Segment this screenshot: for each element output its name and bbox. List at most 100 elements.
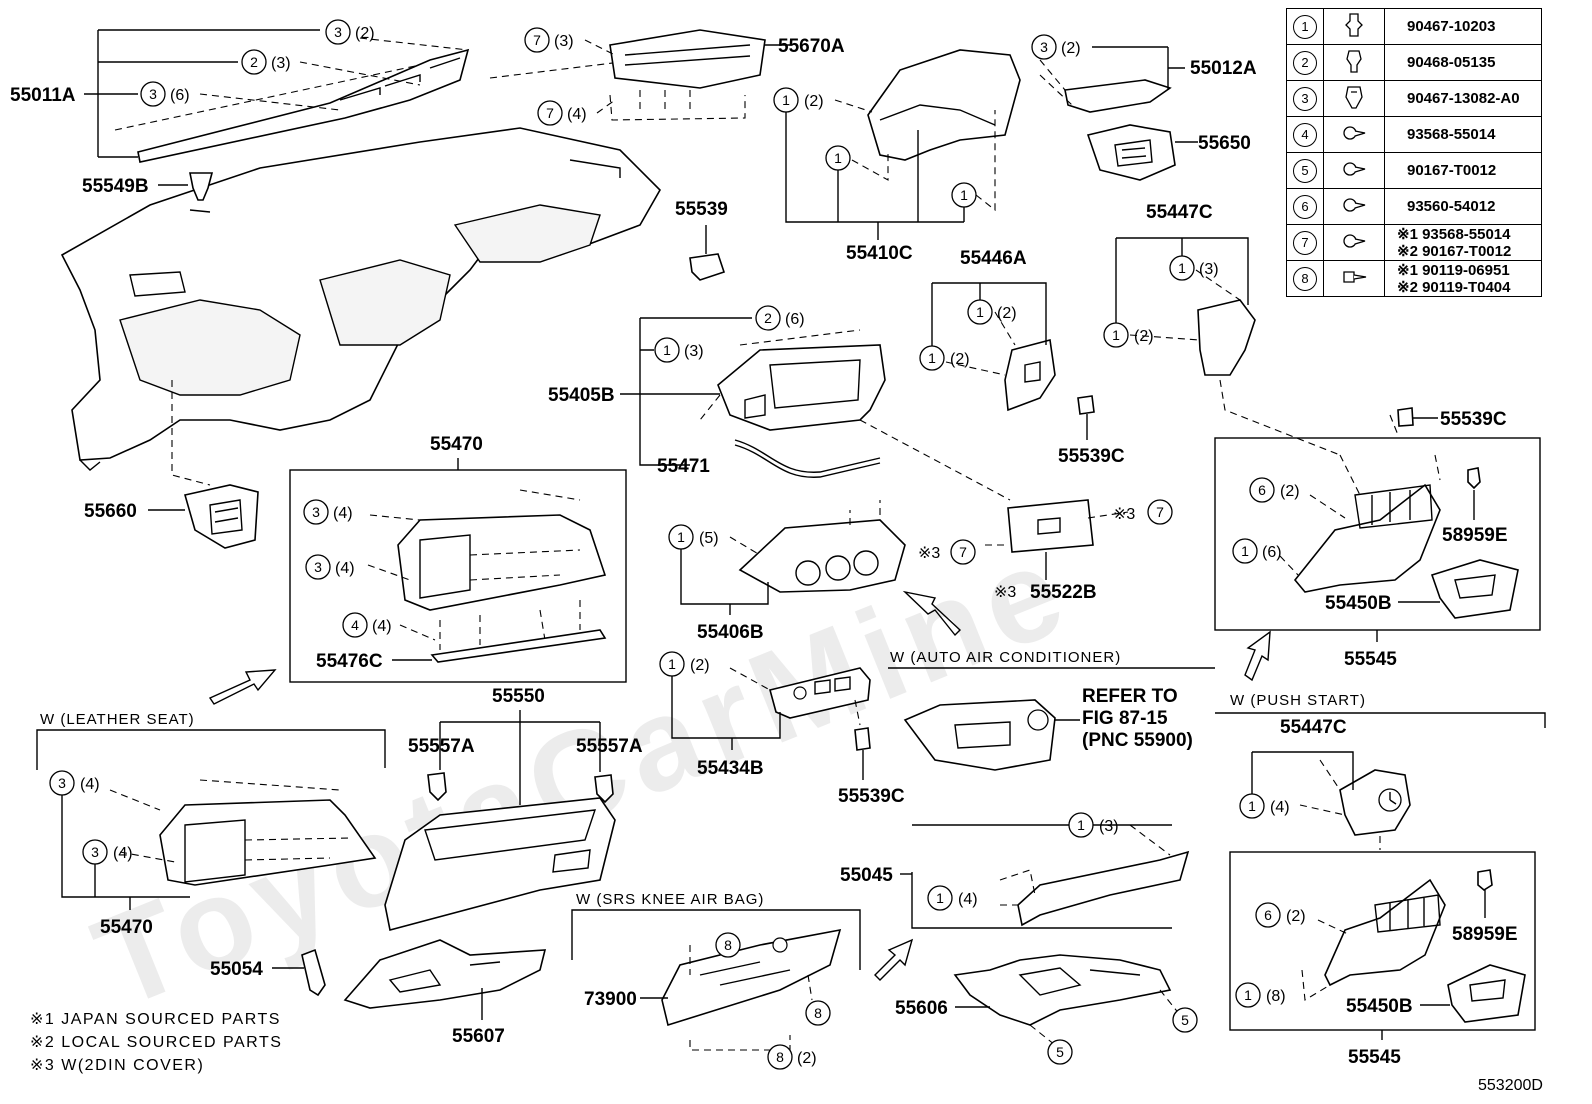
svg-text:(3): (3)	[271, 55, 291, 72]
svg-text:(2): (2)	[797, 1050, 817, 1067]
legend-number: 1	[1286, 8, 1324, 45]
svg-text:1: 1	[1077, 817, 1085, 833]
group-55045: 1 (3) 1 (4) 55045	[840, 812, 1190, 929]
part-55660: 55660	[84, 380, 259, 549]
legend-part-code: 90167-T0012	[1384, 152, 1542, 189]
svg-text:3: 3	[91, 844, 99, 860]
svg-text:(4): (4)	[333, 505, 353, 522]
svg-text:2: 2	[764, 310, 772, 326]
svg-text:(2): (2)	[1061, 40, 1081, 57]
svg-text:7: 7	[546, 105, 554, 121]
svg-text:(2): (2)	[690, 657, 710, 674]
label-55557A-a: 55557A	[408, 736, 475, 757]
label-55410C: 55410C	[846, 243, 913, 264]
legend-row: 7※1 93568-55014※2 90167-T0012	[1286, 224, 1542, 261]
screw-icon	[1343, 161, 1366, 176]
label-55447C-a: 55447C	[1146, 202, 1213, 223]
part-55011A: 55011A	[10, 29, 761, 163]
svg-text:(6): (6)	[1262, 544, 1282, 561]
svg-text:(3): (3)	[684, 343, 704, 360]
svg-text:(4): (4)	[335, 560, 355, 577]
svg-text:2: 2	[250, 54, 258, 70]
svg-text:(4): (4)	[1270, 799, 1290, 816]
legend-fastener-icon	[1323, 188, 1385, 225]
legend-fastener-icon	[1323, 80, 1385, 117]
svg-text:(3): (3)	[1099, 818, 1119, 835]
svg-text:3: 3	[334, 24, 342, 40]
svg-text:8: 8	[776, 1049, 784, 1065]
svg-text:1: 1	[663, 342, 671, 358]
group-55470-a: 55470 3 (4) 3 (4) 4 (4) 55476C	[289, 434, 627, 683]
label-55539C-a: 55539C	[1058, 446, 1125, 467]
label-55539: 55539	[675, 199, 728, 220]
legend-number: 4	[1286, 116, 1324, 153]
label-55522B: 55522B	[1030, 582, 1097, 603]
legend-number: 8	[1286, 260, 1324, 297]
svg-text:1: 1	[928, 350, 936, 366]
part-55539C-a: 55539C	[1058, 395, 1125, 467]
svg-text:(4): (4)	[958, 891, 978, 908]
legend-part-code: 90468-05135	[1384, 44, 1542, 81]
svg-text:(2): (2)	[997, 305, 1017, 322]
part-55434B: 1 (2) 55434B	[659, 651, 871, 779]
group-leather-seat: W (LEATHER SEAT) 3 (4) 3 (4) 55470	[36, 711, 386, 938]
svg-text:7: 7	[1156, 504, 1164, 520]
legend-part-code: ※1 93568-55014※2 90167-T0012	[1384, 224, 1542, 261]
legend-fastener-icon	[1323, 44, 1385, 81]
label-55434B: 55434B	[697, 758, 764, 779]
svg-text:7: 7	[959, 544, 967, 560]
svg-text:5: 5	[1056, 1044, 1064, 1060]
part-55606: 5 5 55606	[895, 954, 1198, 1065]
legend-row: 8 ※1 90119-06951※2 90119-T0404	[1286, 260, 1542, 297]
svg-text:(5): (5)	[699, 530, 719, 547]
caption-srs-knee: W (SRS KNEE AIR BAG)	[576, 891, 764, 908]
group-push-start: W (PUSH START) 1 (4) 55447C	[1215, 692, 1546, 850]
label-58959E-b: 58959E	[1452, 924, 1518, 945]
legend-number: 3	[1286, 80, 1324, 117]
group-auto-air-conditioner: W (AUTO AIR CONDITIONER) REFER TO FIG 87…	[888, 649, 1215, 771]
svg-text:(3): (3)	[554, 33, 574, 50]
svg-text:3: 3	[312, 504, 320, 520]
clip-icon	[1346, 49, 1362, 73]
label-55545-a: 55545	[1344, 649, 1397, 670]
label-55545-b: 55545	[1348, 1047, 1401, 1068]
part-55012A: 3 (2) 55012A	[1031, 34, 1257, 113]
legend-number: 2	[1286, 44, 1324, 81]
legend-fastener-icon	[1323, 152, 1385, 189]
svg-text:(8): (8)	[1266, 988, 1286, 1005]
svg-text:1: 1	[1244, 987, 1252, 1003]
clip-icon	[1345, 12, 1363, 37]
svg-text:6: 6	[1258, 482, 1266, 498]
note-japan-sourced: ※1 JAPAN SOURCED PARTS	[30, 1011, 281, 1028]
label-55539C-c: 55539C	[838, 786, 905, 807]
legend-fastener-icon	[1323, 224, 1385, 261]
part-55054: 55054	[210, 948, 326, 997]
label-55450B-a: 55450B	[1325, 593, 1392, 614]
legend-fastener-icon	[1323, 116, 1385, 153]
caption-push-start: W (PUSH START)	[1230, 692, 1366, 709]
legend-part-code: ※1 90119-06951※2 90119-T0404	[1384, 260, 1542, 297]
watermark-text: ToyotaCarMine	[76, 513, 1089, 1035]
note-2din-cover: ※3 W(2DIN COVER)	[30, 1057, 204, 1074]
part-55447C-a: 1 (3) 1 (2) 55447C	[1103, 202, 1341, 456]
svg-text:3: 3	[58, 775, 66, 791]
screw-icon	[1343, 125, 1366, 140]
part-55471: 55471	[657, 439, 881, 478]
label-55446A: 55446A	[960, 248, 1027, 269]
bolt-icon	[1343, 270, 1367, 283]
part-55410C: 1 (2) 1 1 55410C	[773, 49, 1021, 264]
label-55660: 55660	[84, 501, 137, 522]
label-55470-a: 55470	[430, 434, 483, 455]
label-55650: 55650	[1198, 133, 1251, 154]
group-55545-b: 58959E 6 (2) 1 (8) 55450B 55545	[1229, 851, 1536, 1068]
label-55450B-b: 55450B	[1346, 996, 1413, 1017]
legend-fastener-icon	[1323, 8, 1385, 45]
part-55406B: 1 (5) 55406B	[668, 500, 906, 643]
label-55470-b: 55470	[100, 917, 153, 938]
clip-icon	[1345, 85, 1363, 109]
caption-auto-air: W (AUTO AIR CONDITIONER)	[890, 649, 1121, 666]
